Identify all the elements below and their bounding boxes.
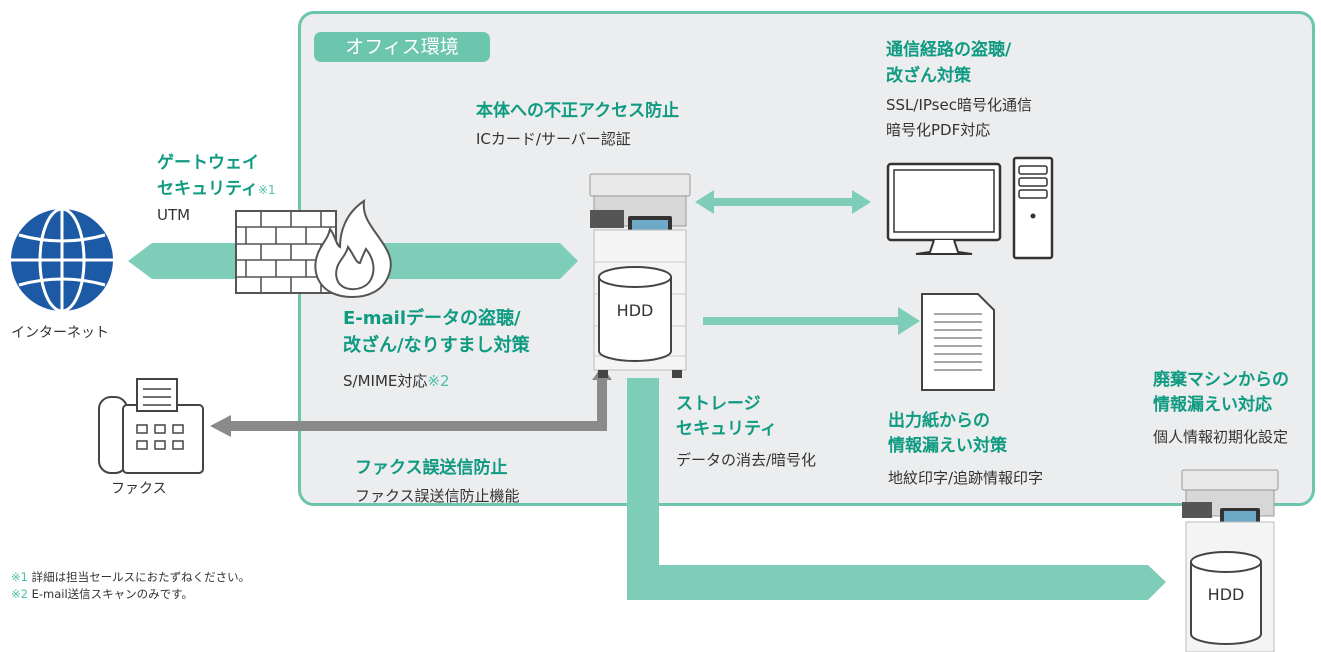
disposal-title-2: 情報漏えい対応 xyxy=(1153,395,1272,415)
hdd-label-disposal: HDD xyxy=(1207,585,1245,604)
paper-desc: 地紋印字/追跡情報印字 xyxy=(888,469,1044,487)
email-note-mark: ※2 xyxy=(427,372,450,390)
gateway-title-1: ゲートウェイ xyxy=(157,153,259,173)
email-title-2: 改ざん/なりすまし対策 xyxy=(343,335,530,356)
office-environment-label: オフィス環境 xyxy=(314,32,490,62)
fax-icon xyxy=(98,378,204,474)
storage-desc: データの消去/暗号化 xyxy=(676,451,817,469)
comm-desc-1: SSL/IPsec暗号化通信 xyxy=(886,96,1032,114)
faxmis-title: ファクス誤送信防止 xyxy=(355,458,508,478)
fire-icon xyxy=(314,198,392,299)
footnote-1: ※1 詳細は担当セールスにおたずねください。 xyxy=(11,570,251,584)
faxmis-desc: ファクス誤送信防止機能 xyxy=(355,487,520,505)
internet-label: インターネット xyxy=(11,325,109,341)
print-arrow xyxy=(703,307,920,335)
storage-title-2: セキュリティ xyxy=(676,419,777,439)
computer-icon xyxy=(886,156,1054,260)
globe-icon xyxy=(11,207,113,313)
comm-title-2: 改ざん対策 xyxy=(886,66,971,86)
fax-label: ファクス xyxy=(111,481,167,497)
paper-title-1: 出力紙からの xyxy=(888,411,990,431)
hdd-label-office: HDD xyxy=(616,301,654,320)
hdd-icon-disposal xyxy=(1190,551,1262,645)
access-desc: ICカード/サーバー認証 xyxy=(476,130,631,148)
paper-title-2: 情報漏えい対策 xyxy=(888,436,1007,456)
disposal-arrow xyxy=(627,378,1166,600)
comm-desc-2: 暗号化PDF対応 xyxy=(886,121,991,139)
fax-arrow xyxy=(210,366,612,437)
storage-title-1: ストレージ xyxy=(676,394,761,414)
email-desc: S/MIME対応※2 xyxy=(343,372,450,390)
network-arrow xyxy=(695,190,871,214)
access-title: 本体への不正アクセス防止 xyxy=(476,101,680,121)
disposal-desc: 個人情報初期化設定 xyxy=(1153,428,1289,446)
gateway-desc: UTM xyxy=(157,206,191,224)
gateway-note-mark: ※1 xyxy=(257,183,276,197)
footnote-2: ※2 E-mail送信スキャンのみです。 xyxy=(11,587,194,601)
email-title-1: E-mailデータの盗聴/ xyxy=(343,308,521,329)
comm-title-1: 通信経路の盗聴/ xyxy=(886,40,1012,60)
gateway-title-2: セキュリティ※1 xyxy=(157,179,276,199)
document-icon xyxy=(921,293,995,391)
disposal-title-1: 廃棄マシンからの xyxy=(1153,370,1289,390)
hdd-icon xyxy=(598,266,672,362)
